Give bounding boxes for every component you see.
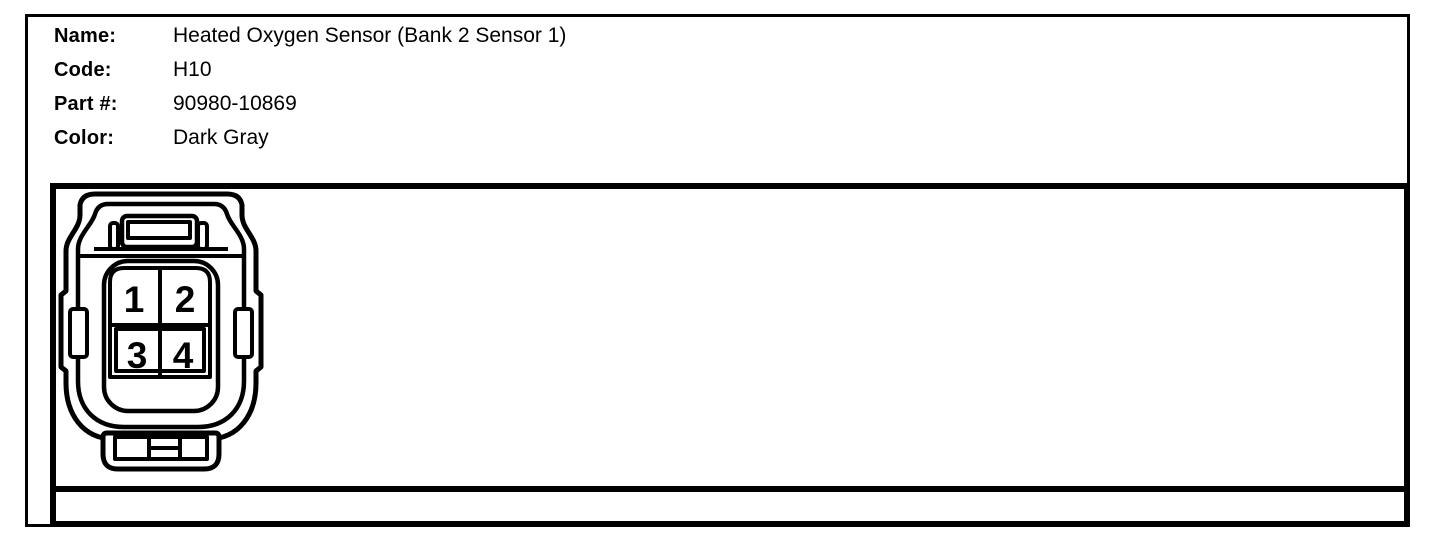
info-row-code: Code: H10 <box>28 53 1407 87</box>
left-wing-tab <box>68 307 89 359</box>
table-footer-row <box>56 486 1404 521</box>
connector-image-cell: 1 2 3 4 <box>56 189 1404 486</box>
latch-right-post <box>196 221 209 251</box>
color-label: Color: <box>54 127 115 149</box>
code-label: Code: <box>54 59 112 81</box>
right-wing-tab <box>233 307 254 359</box>
code-value: H10 <box>173 58 212 81</box>
pin-4-number: 4 <box>173 335 194 376</box>
part-number-value: 90980-10869 <box>173 92 297 115</box>
connector-image-frame: 1 2 3 4 <box>50 183 1410 527</box>
pin-1-cell <box>108 266 162 327</box>
connector-pinout-drawing: 1 2 3 4 <box>58 191 264 472</box>
latch-left-post <box>108 221 120 251</box>
pin-2-number: 2 <box>175 279 196 320</box>
name-value: Heated Oxygen Sensor (Bank 2 Sensor 1) <box>173 24 567 47</box>
color-value: Dark Gray <box>173 126 269 149</box>
connector-info-panel: Name: Heated Oxygen Sensor (Bank 2 Senso… <box>25 14 1410 527</box>
pin-3-number: 3 <box>127 335 148 376</box>
info-row-color: Color: Dark Gray <box>28 121 1407 155</box>
info-row-name: Name: Heated Oxygen Sensor (Bank 2 Senso… <box>28 19 1407 53</box>
latch-beam-inner <box>126 220 192 240</box>
part-number-label: Part #: <box>54 93 118 115</box>
pin-2-cell <box>158 266 212 327</box>
name-label: Name: <box>54 25 117 47</box>
pin-1-number: 1 <box>124 279 145 320</box>
info-fields: Name: Heated Oxygen Sensor (Bank 2 Senso… <box>28 19 1407 155</box>
info-row-part-number: Part #: 90980-10869 <box>28 87 1407 121</box>
